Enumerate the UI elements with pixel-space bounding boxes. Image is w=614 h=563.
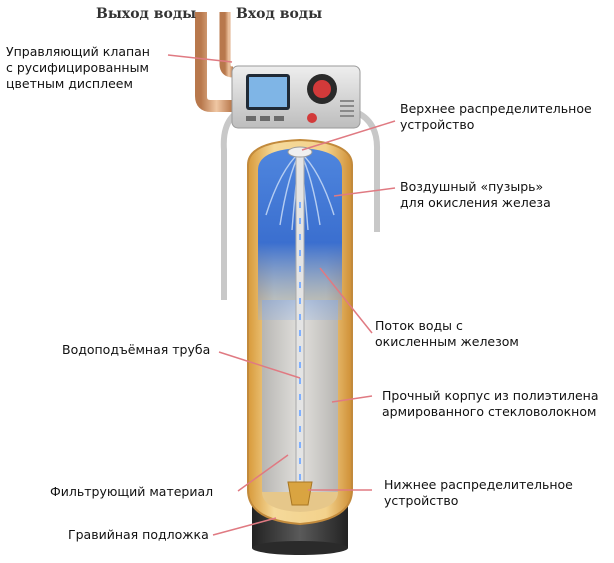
leader-air-bubble	[333, 187, 396, 197]
leader-filter-media	[237, 454, 289, 492]
valve-button	[307, 113, 317, 123]
label-gravel-bed: Гравийная подложка	[68, 527, 209, 542]
label-air-bubble: Воздушный «пузырь» для окисления железа	[400, 179, 551, 210]
leader-control-valve	[167, 54, 233, 63]
leader-gravel-bed	[212, 517, 277, 536]
leader-lines	[167, 54, 396, 536]
leader-water-flow	[319, 267, 373, 334]
label-upper-distributor: Верхнее распределительное устройство	[400, 101, 592, 132]
label-filter-media: Фильтрующий материал	[50, 484, 214, 499]
label-water-out: Выход воды	[96, 6, 197, 22]
label-lower-distributor: Нижнее распределительное устройство	[384, 477, 573, 508]
leader-housing	[331, 395, 373, 403]
riser-tube	[295, 151, 305, 498]
lower-distributor	[287, 481, 313, 506]
label-water-flow: Поток воды с окисленным железом	[375, 318, 519, 349]
label-riser-tube: Водоподъёмная труба	[62, 342, 211, 357]
copper-pipes	[195, 12, 234, 112]
label-control-valve: Управляющий клапан с русифицированным цв…	[6, 44, 150, 91]
control-valve	[231, 65, 361, 129]
leader-riser-tube	[218, 351, 301, 379]
label-water-in: Вход воды	[236, 6, 323, 22]
leader-upper-distributor	[301, 120, 396, 151]
label-housing: Прочный корпус из полиэтилена армированн…	[382, 388, 599, 419]
